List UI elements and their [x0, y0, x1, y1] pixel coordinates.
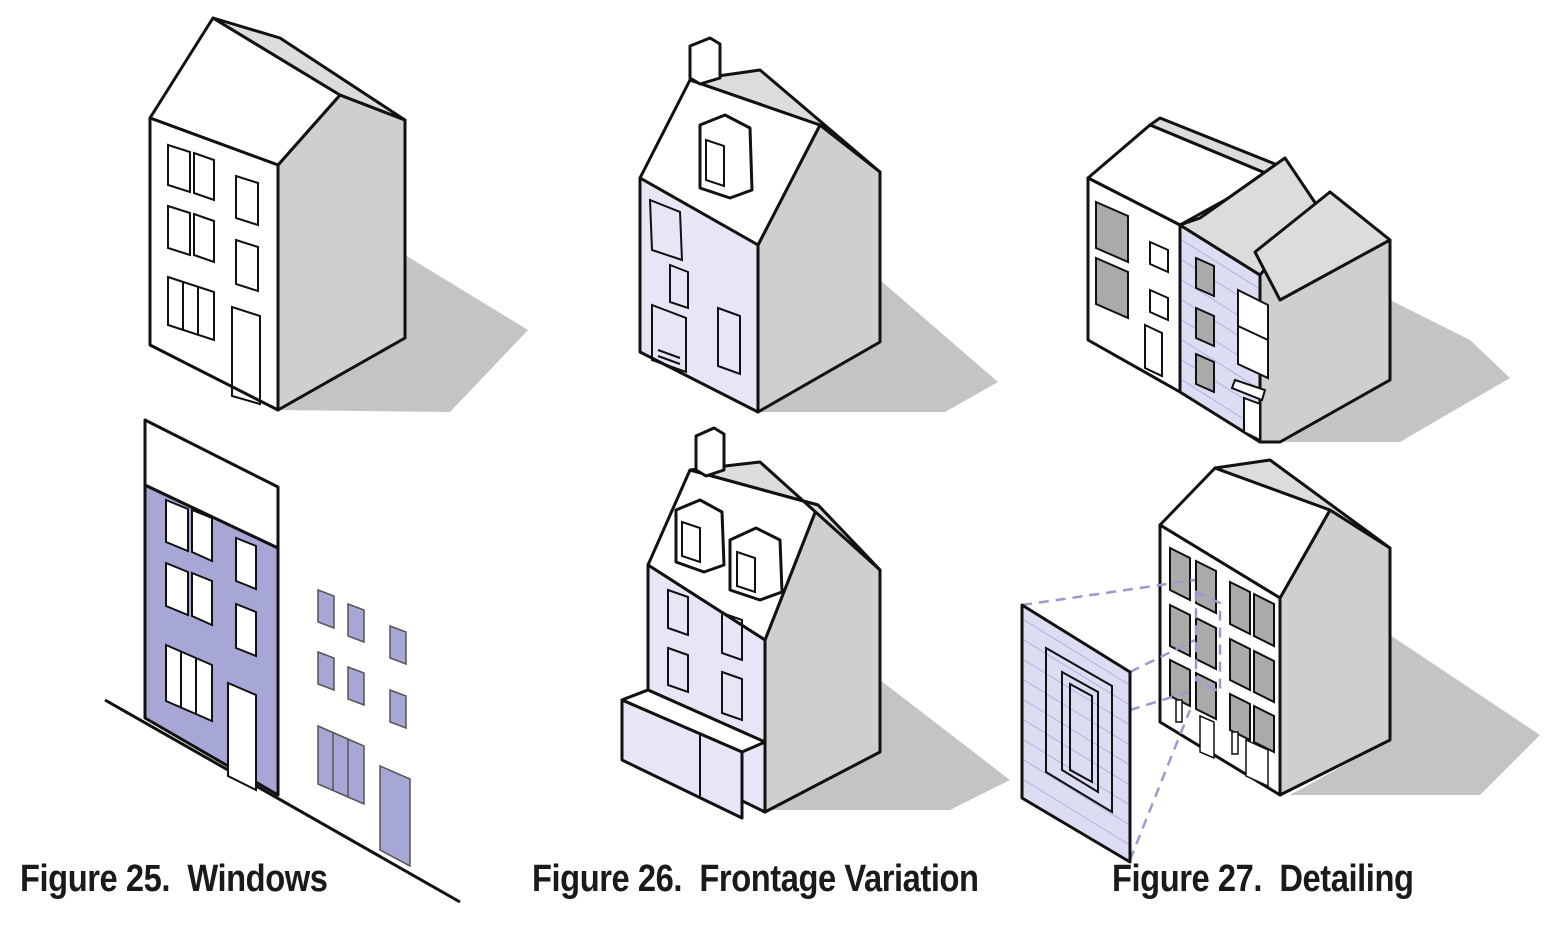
figure-25-title: Windows [187, 858, 328, 900]
ground-line [104, 698, 461, 904]
figure-27-caption: Figure 27. Detailing [1112, 858, 1414, 918]
house-shadow [1290, 635, 1540, 795]
chimney [688, 36, 722, 86]
figure-27-number: Figure 27. [1112, 858, 1263, 900]
figure-27-title: Detailing [1279, 858, 1414, 900]
detail-callout-lines [1021, 578, 1222, 861]
house-roof-side [688, 68, 882, 174]
figure-25-caption: Figure 25. Windows [20, 858, 328, 918]
tall-building-parapet [143, 418, 280, 550]
right-house-roof-2 [1253, 190, 1392, 302]
figure-26-house-shopfront [620, 426, 1010, 820]
facade-windows [165, 498, 257, 792]
shopfront [620, 688, 767, 820]
figure-27-terrace [1086, 116, 1510, 444]
house-roof-side [211, 16, 407, 122]
house-shadow [760, 280, 998, 412]
window-group [667, 588, 743, 722]
window-grid [1169, 546, 1275, 754]
dormers [674, 498, 784, 602]
blank-building-windows [317, 588, 411, 868]
chimney [694, 426, 726, 478]
figure-27-house-detail [1020, 458, 1540, 864]
figure-25-street-elevation [104, 418, 461, 904]
window-group [648, 198, 741, 376]
detail-panel [1020, 603, 1132, 864]
dormer [698, 113, 754, 200]
figure-26-house-dormer [638, 36, 998, 414]
figure-26-caption: Figure 26. Frontage Variation [532, 858, 979, 918]
ground-floor-openings [1175, 699, 1269, 788]
figure-25-house-plain [148, 16, 528, 412]
figure-26-title: Frontage Variation [699, 858, 979, 900]
house-roof-side [1213, 458, 1392, 550]
house-shadow [278, 255, 528, 412]
right-house-windows [1195, 256, 1269, 442]
left-house-windows [1095, 200, 1169, 378]
window-group [167, 143, 261, 406]
house-shadow [770, 680, 1010, 810]
figure-26-number: Figure 26. [532, 858, 683, 900]
figure-25-number: Figure 25. [20, 858, 171, 900]
house-front-wall [148, 116, 280, 412]
terrace-shadow [1275, 300, 1510, 442]
